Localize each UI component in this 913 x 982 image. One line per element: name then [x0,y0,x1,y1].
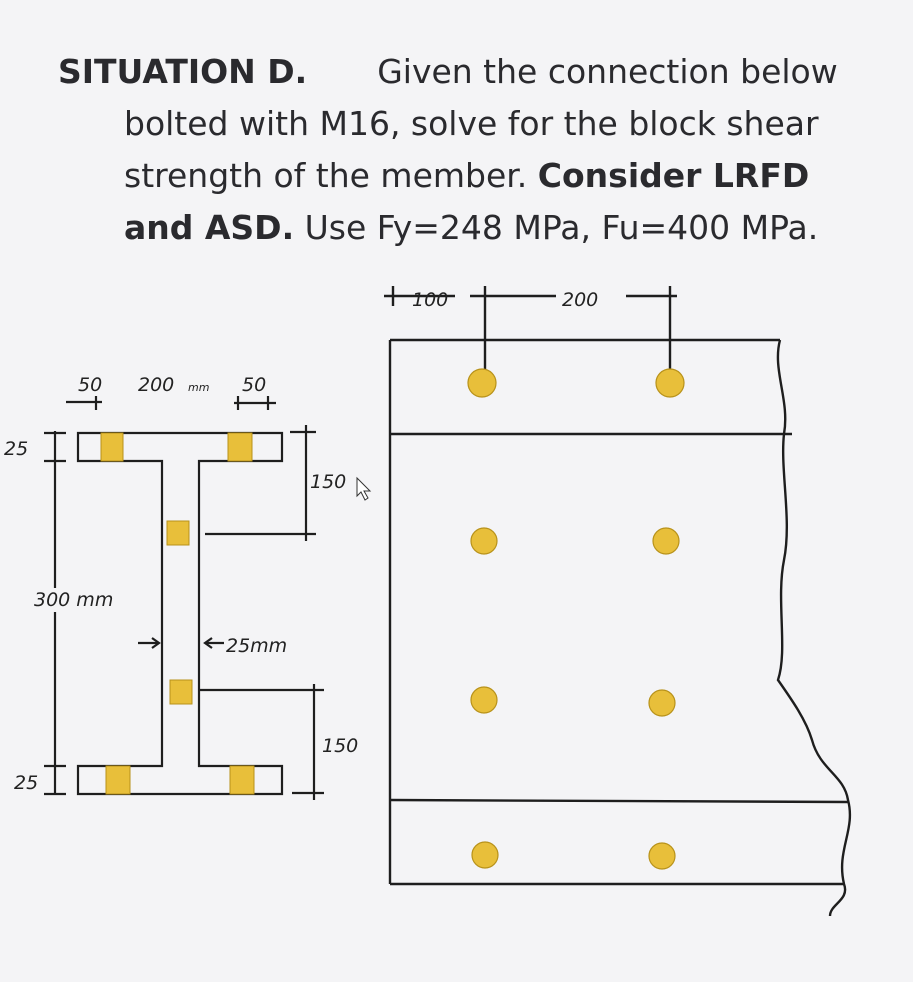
bolt-square [100,432,124,462]
problem-text-1: Given the connection below [377,52,838,91]
bolt-square [169,679,193,705]
problem-text-3: strength of the member. [124,156,538,195]
bolt-hole [648,689,676,717]
problem-line-4: and ASD. Use Fy=248 MPa, Fu=400 MPa. [58,202,908,254]
dim-plan-pitch: 200 [562,289,598,311]
bolt-hole [471,841,499,869]
situation-heading: SITUATION D. [58,52,308,91]
section-bolts [100,432,255,795]
flange-line-bottom [389,798,849,804]
i-section-drawing [44,396,324,800]
bolt-square [227,432,253,462]
bolt-hole [467,368,497,398]
plan-bolts [467,368,685,870]
asd-emphasis: and ASD. [124,208,295,247]
bolt-hole [470,686,498,714]
material-properties: Use Fy=248 MPa, Fu=400 MPa. [294,208,819,247]
dim-top-flange: 25 [4,438,28,460]
dim-edge-right: 50 [242,374,266,396]
cursor-arrow-icon [356,476,372,501]
bolt-hole [470,527,498,555]
bolt-square [105,765,131,795]
dim-plan-edge: 100 [412,289,448,311]
bolt-hole [655,368,685,398]
problem-line-2: bolted with M16, solve for the block she… [124,104,819,143]
dim-upper-gauge: 150 [310,471,346,493]
dim-edge-left: 50 [78,374,102,396]
bolt-square [229,765,255,795]
i-section-outline [76,431,284,796]
dim-flange-web-unit: mm [188,381,209,394]
plate-plan-drawing [384,286,852,917]
lrfd-emphasis: Consider LRFD [537,156,810,195]
problem-line-1: SITUATION D. Given the connection below [58,46,908,98]
dim-web-thickness: 25mm [226,635,287,657]
problem-line-3: strength of the member. Consider LRFD [58,150,908,202]
dim-flange-web: 200 [138,374,174,396]
dim-depth: 300 mm [34,589,113,611]
dim-bottom-flange: 25 [14,772,38,794]
bolt-hole [648,842,676,870]
plate-break-line [776,339,852,917]
bolt-square [166,520,190,546]
bolt-hole [652,527,680,555]
problem-statement: SITUATION D. Given the connection below b… [58,46,908,254]
dim-lower-gauge: 150 [322,735,358,757]
